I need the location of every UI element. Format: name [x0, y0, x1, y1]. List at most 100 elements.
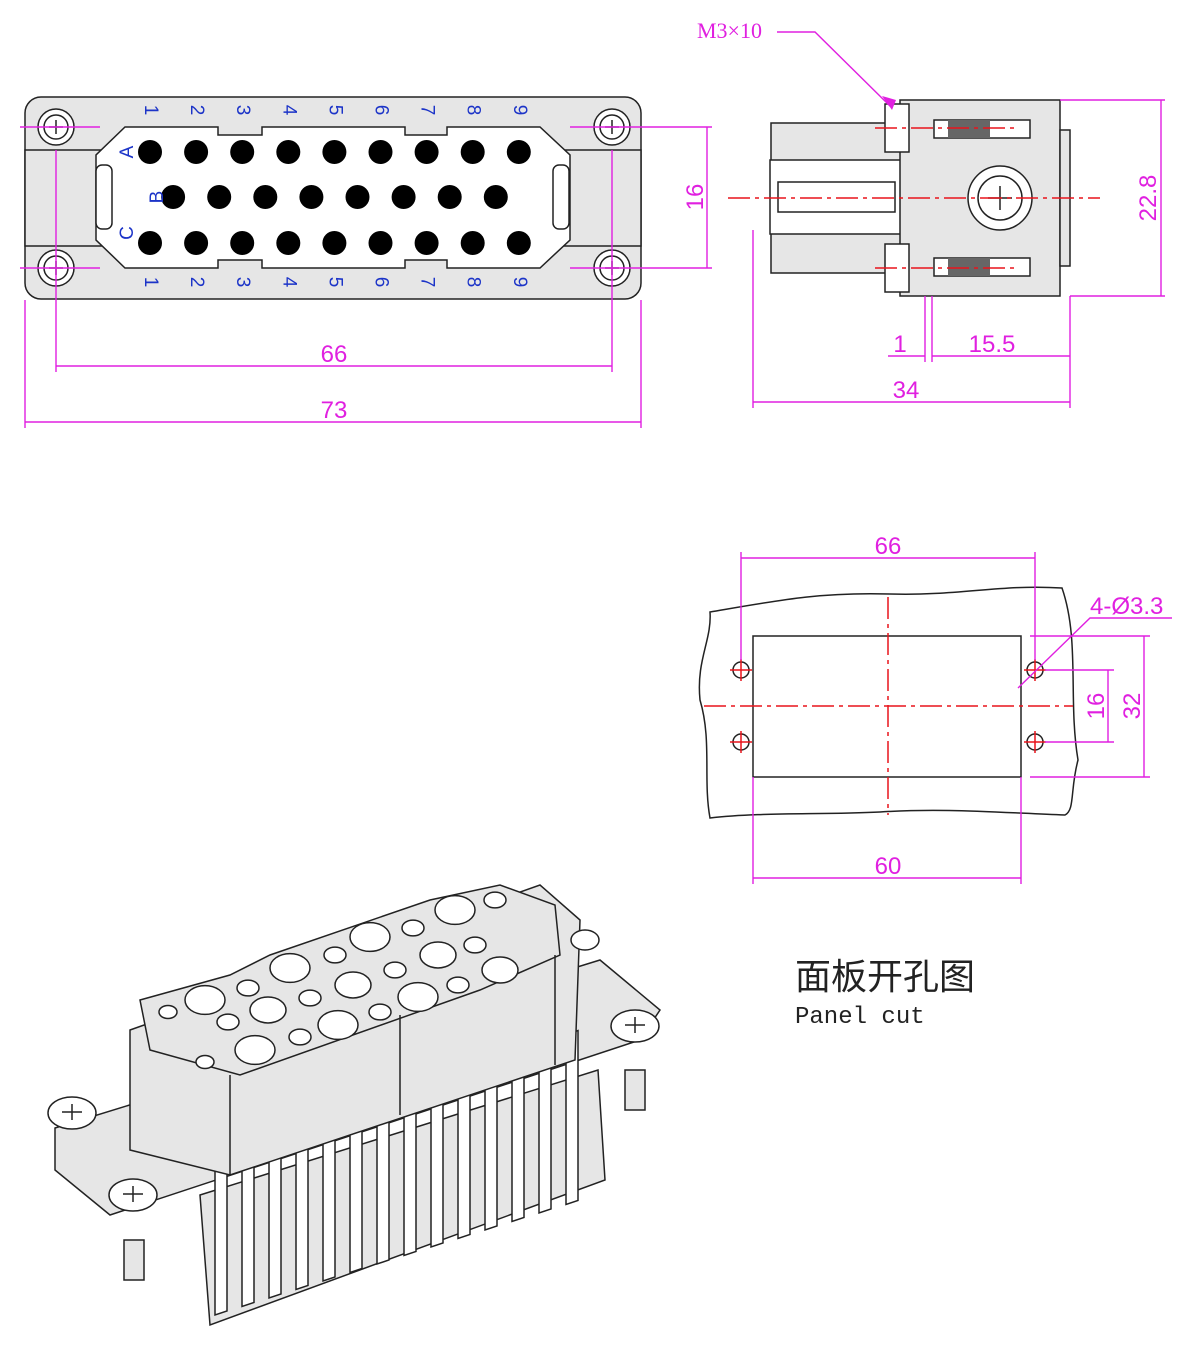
dim-line-panel-16	[1045, 669, 1114, 743]
iso-socket-hole	[288, 1028, 312, 1046]
pin-B8	[483, 185, 508, 209]
side-dimension-lines	[753, 355, 1070, 403]
callout-arrowhead	[882, 96, 896, 110]
dim-side-height: 22.8	[1135, 175, 1162, 222]
row-label-C: C	[117, 226, 138, 240]
pin-C7	[414, 231, 439, 255]
pin-C2	[184, 231, 209, 255]
iso-socket-hole	[249, 996, 287, 1024]
iso-socket-hole	[195, 1054, 215, 1070]
dim-line-panel-32	[1030, 635, 1150, 778]
column-label-top-5: 5	[324, 105, 345, 116]
column-label-bottom-9: 9	[509, 277, 530, 288]
dim-panel-top: 66	[875, 533, 902, 560]
pin-C8	[460, 231, 485, 255]
iso-socket-hole	[269, 952, 311, 984]
pin-B7	[437, 185, 462, 209]
pin-B2	[207, 185, 232, 209]
right-latch-slot	[552, 164, 570, 230]
iso-socket-hole	[236, 979, 260, 997]
panel-holes	[730, 659, 1046, 753]
iso-socket-hole	[481, 956, 519, 984]
iso-socket-hole	[158, 1004, 178, 1020]
pin-A8	[460, 140, 485, 164]
column-label-bottom-2: 2	[186, 277, 207, 288]
hole-extension-lines	[20, 126, 712, 269]
iso-socket-hole	[401, 919, 425, 937]
column-label-bottom-8: 8	[463, 277, 484, 288]
column-label-bottom-6: 6	[370, 277, 391, 288]
dim-panel-holes: 4-Ø3.3	[1090, 593, 1163, 620]
row-label-A: A	[117, 145, 138, 158]
iso-socket-hole	[317, 1009, 359, 1041]
column-label-top-6: 6	[370, 105, 391, 116]
dim-side-right: 15.5	[969, 331, 1016, 358]
left-flange	[24, 149, 104, 247]
panel-cut-caption-cn: 面板开孔图	[795, 957, 976, 998]
dim-line-height	[1060, 99, 1165, 297]
panel-centerlines	[704, 597, 1073, 815]
iso-socket-hole	[184, 984, 226, 1016]
iso-socket-hole	[463, 936, 487, 954]
pin-A3	[230, 140, 255, 164]
dim-side-small: 1	[893, 331, 906, 358]
pin-insert-face	[95, 126, 571, 269]
column-label-bottom-4: 4	[278, 277, 299, 288]
side-view: M3×10 22.8 1 15.5 34	[697, 18, 1165, 408]
left-latch-slot	[95, 164, 113, 230]
dim-panel-bottom: 60	[875, 853, 902, 880]
column-label-bottom-7: 7	[417, 277, 438, 288]
hole-callout-leader	[1017, 617, 1172, 689]
dim-panel-inner-h: 16	[1083, 693, 1110, 720]
iso-socket-hole	[323, 946, 347, 964]
panel-outline	[698, 586, 1079, 819]
side-extension-lines	[752, 230, 1071, 408]
column-label-top-3: 3	[232, 105, 253, 116]
pin-C6	[368, 231, 393, 255]
iso-socket-hole	[434, 894, 476, 926]
iso-socket-holes	[158, 891, 519, 1070]
dim-line-panel-bottom	[752, 777, 1022, 884]
iso-socket-hole	[368, 1003, 392, 1021]
pin-B1	[161, 185, 186, 209]
dim-side-depth: 34	[893, 377, 920, 404]
right-flange	[562, 149, 642, 247]
iso-socket-hole	[419, 941, 457, 969]
column-label-top-7: 7	[417, 105, 438, 116]
pin-C1	[138, 231, 162, 255]
iso-cooling-fins	[214, 1029, 579, 1317]
pin-A5	[322, 140, 347, 164]
iso-socket-hole	[334, 971, 372, 999]
iso-socket-hole	[216, 1013, 240, 1031]
iso-screw-back	[570, 929, 600, 951]
pin-A9	[506, 140, 531, 164]
pin-A7	[414, 140, 439, 164]
pin-B6	[391, 185, 416, 209]
iso-socket-hole	[383, 961, 407, 979]
row-label-B: B	[147, 191, 168, 204]
pin-C4	[276, 231, 301, 255]
dim-width-inner: 66	[321, 341, 348, 368]
dim-width-outer: 73	[321, 397, 348, 424]
dim-height-rows: 16	[682, 184, 709, 211]
pin-B5	[345, 185, 370, 209]
column-label-top-1: 1	[140, 105, 161, 116]
iso-screw-front	[108, 1178, 158, 1281]
upper-thread	[948, 120, 990, 138]
screw-callout-label: M3×10	[697, 18, 762, 43]
pin-C9	[506, 231, 531, 255]
dim-line-panel-top	[740, 552, 1036, 660]
iso-socket-hole	[483, 891, 507, 909]
iso-socket-hole	[234, 1034, 276, 1066]
pin-B3	[253, 185, 278, 209]
column-label-top-4: 4	[278, 105, 299, 116]
lower-thread	[948, 258, 990, 276]
column-label-bottom-5: 5	[324, 277, 345, 288]
pin-A1	[138, 140, 162, 164]
column-label-bottom-1: 1	[140, 277, 161, 288]
pin-A4	[276, 140, 301, 164]
iso-insert-edges	[229, 955, 556, 1175]
column-label-bottom-3: 3	[232, 277, 253, 288]
